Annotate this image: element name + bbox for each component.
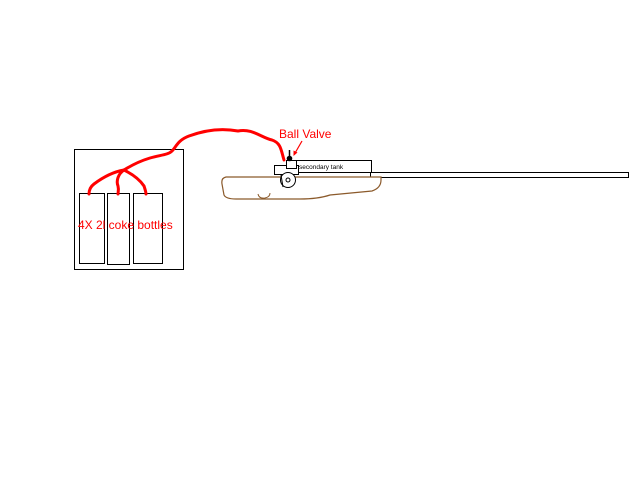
bottle-enclosure — [74, 149, 184, 270]
secondary-tank-label: secondary tank — [299, 164, 344, 171]
rifle-stock — [221, 176, 382, 200]
rifle-barrel — [370, 172, 629, 178]
hammer-hub — [285, 177, 291, 183]
air-hose-branch-3 — [122, 168, 148, 196]
ball-valve-label: Ball Valve — [279, 127, 332, 141]
bottle-1 — [79, 193, 105, 264]
ball-valve-arrowhead — [293, 150, 298, 156]
ball-valve[interactable] — [286, 155, 293, 162]
air-hose-branch-2 — [115, 168, 126, 196]
bottle-3 — [133, 193, 163, 264]
receiver-block — [286, 160, 297, 169]
hammer-wheel — [280, 172, 296, 188]
trigger — [280, 174, 284, 188]
bottles-label: 4X 2l coke bottles — [78, 218, 173, 232]
air-hose-branch-1 — [87, 168, 126, 196]
air-hose-main — [122, 128, 286, 172]
trigger-guard — [257, 192, 271, 199]
